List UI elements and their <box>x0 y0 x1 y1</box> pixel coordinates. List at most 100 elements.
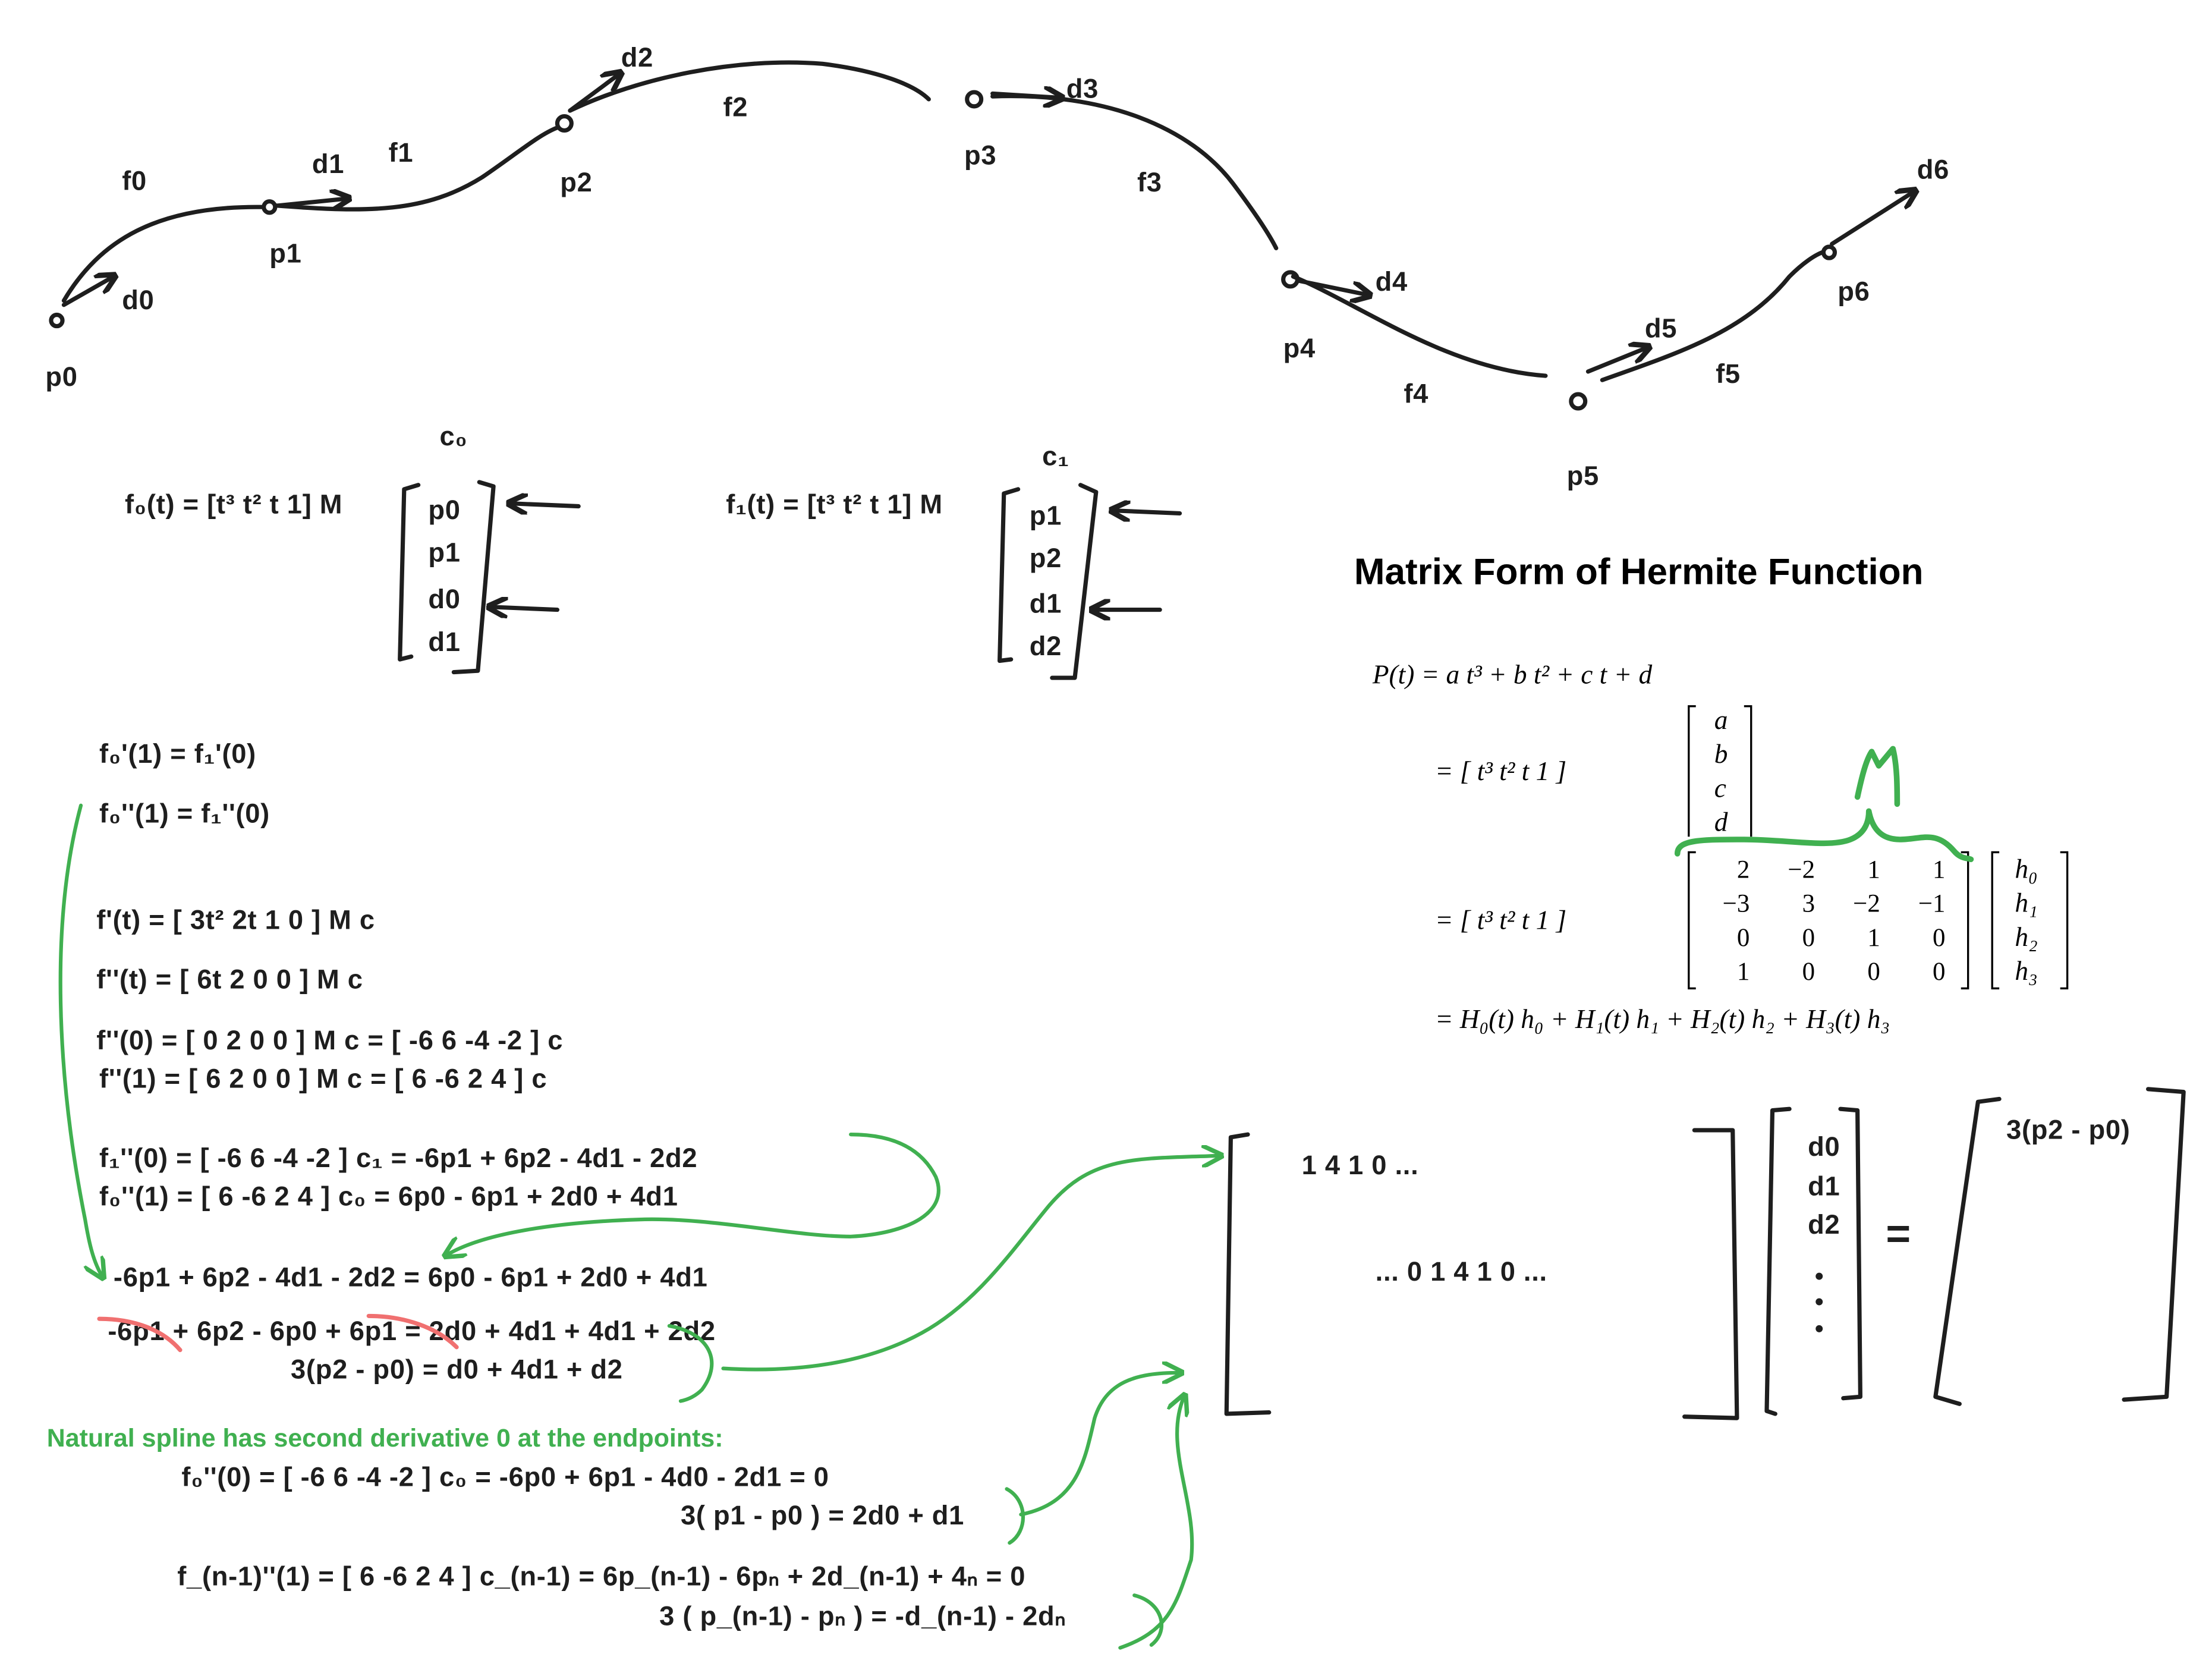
point-p0 <box>49 312 65 329</box>
label-d5: d5 <box>1645 313 1677 344</box>
segment-f0 <box>61 205 265 303</box>
label-f2: f2 <box>723 92 748 122</box>
vector-entry: p1 <box>1030 500 1062 530</box>
point-p6 <box>1821 244 1837 260</box>
spline-curve: p0 p1 p2 p3 p4 p5 p6 d0 d1 d2 d3 d4 d5 d… <box>45 42 1949 491</box>
point-p5 <box>1569 392 1588 411</box>
hermite-polynomial: P(t) = a t³ + b t² + c t + d <box>1372 660 1653 690</box>
arrow <box>490 607 560 610</box>
vector-entry: d0 <box>428 584 460 614</box>
natural-line: 3( p1 - p0 ) = 2d0 + d1 <box>681 1500 964 1530</box>
f1-equation: f₁(t) = [t³ t² t 1] M <box>726 489 943 519</box>
tangent-arrow-d6 <box>1830 191 1914 246</box>
m-annotation-letter <box>1854 746 1901 807</box>
label-p2: p2 <box>560 167 592 197</box>
label-p1: p1 <box>269 238 301 268</box>
label-p6: p6 <box>1837 276 1870 307</box>
matrix-entry: 1 <box>1933 856 1945 883</box>
derivation-line: f₀''(1) = [ 6 -6 2 4 ] c₀ = 6p0 - 6p1 + … <box>99 1181 678 1211</box>
arrow-last-row <box>1118 1397 1194 1650</box>
h-entry: h₀ <box>2015 854 2037 883</box>
arrow <box>511 504 581 507</box>
label-p3: p3 <box>964 140 996 171</box>
matrix-entry: −3 <box>1723 890 1750 918</box>
tangent-arrow-d0 <box>61 276 113 307</box>
tangent-arrow-d4 <box>1297 278 1368 295</box>
label-p4: p4 <box>1283 333 1316 363</box>
segment-f3 <box>990 94 1279 250</box>
matrix-entry: 0 <box>1867 958 1880 986</box>
bracket-hook <box>1005 1487 1025 1545</box>
derivation-result: 3(p2 - p0) = d0 + 4d1 + d2 <box>291 1354 623 1384</box>
vector-entry: d1 <box>1030 588 1062 618</box>
ellipsis-dot <box>1815 1298 1823 1306</box>
label-f5: f5 <box>1716 359 1741 389</box>
label-f1: f1 <box>389 137 414 168</box>
tangent-arrow-d2 <box>568 74 619 113</box>
vector-entry: p1 <box>428 537 460 568</box>
segment-f5 <box>1600 250 1824 382</box>
natural-line: 3 ( p_(n-1) - pₙ ) = -d_(n-1) - 2dₙ <box>659 1601 1066 1631</box>
matrix-entry: 1 <box>1867 924 1880 952</box>
rhs-right-bracket <box>2122 1087 2186 1402</box>
derivation-line: f₁''(0) = [ -6 6 -4 -2 ] c₁ = -6p1 + 6p2… <box>99 1143 697 1173</box>
matrix-entry: 1 <box>1737 958 1750 986</box>
label-d0: d0 <box>122 285 154 315</box>
derivation-line: f''(t) = [ 6t 2 0 0 ] M c <box>96 964 363 994</box>
tridiagonal-system: 1 4 1 0 ... ... 0 1 4 1 0 ... d0 d1 d2 =… <box>1224 1087 2186 1420</box>
label-p0: p0 <box>45 361 77 392</box>
coeff: b <box>1714 739 1728 769</box>
matrix-entry: −2 <box>1853 890 1880 918</box>
segment-f2 <box>568 60 931 113</box>
f0-equation: f₀(t) = [t³ t² t 1] M <box>125 489 342 519</box>
derivation: f₀'(1) = f₁'(0) f₀''(1) = f₁''(0) f'(t) … <box>96 738 715 1384</box>
matrix-entry: 0 <box>1737 924 1750 952</box>
label-f4: f4 <box>1404 378 1428 408</box>
unknown: d2 <box>1808 1209 1840 1240</box>
matrix-entry: 3 <box>1802 890 1815 918</box>
matrix-entry: 0 <box>1933 958 1945 986</box>
label-d1: d1 <box>312 149 344 179</box>
row-vector: = [ t³ t² t 1 ] <box>1435 905 1566 935</box>
label-f0: f0 <box>122 166 147 196</box>
ellipsis-dot <box>1815 1325 1823 1332</box>
rhs-left-bracket <box>1933 1096 2002 1406</box>
matrix-entry: −2 <box>1788 856 1815 883</box>
point-p3 <box>965 90 984 109</box>
arrow <box>1113 511 1182 514</box>
right-bracket <box>1050 483 1099 680</box>
hermite-panel: Matrix Form of Hermite Function P(t) = a… <box>1354 552 2069 1034</box>
segment-f4 <box>1291 274 1548 378</box>
tangent-arrow-d3 <box>990 93 1061 98</box>
row-vector: = [ t³ t² t 1 ] <box>1435 756 1566 786</box>
c0-label: c₀ <box>439 421 467 451</box>
left-bracket <box>998 487 1021 664</box>
natural-spline: Natural spline has second derivative 0 a… <box>47 1424 1066 1631</box>
segment1-equation: c₁ f₁(t) = [t³ t² t 1] M p1 p2 d1 d2 <box>726 441 1182 680</box>
coeff: c <box>1714 773 1726 803</box>
strikethrough <box>366 1313 459 1350</box>
arrow-equate-conditions <box>58 803 102 1276</box>
vector-left-bracket <box>1764 1106 1792 1416</box>
bracket-hook <box>667 1324 714 1403</box>
natural-line: f_(n-1)''(1) = [ 6 -6 2 4 ] c_(n-1) = 6p… <box>177 1561 1025 1592</box>
h-entry: h₁ <box>2015 888 2037 918</box>
left-bracket <box>398 483 421 662</box>
hermite-title: Matrix Form of Hermite Function <box>1354 552 1924 593</box>
coeff: a <box>1714 705 1728 735</box>
h-entry: h₃ <box>2015 956 2037 986</box>
derivation-line: -6p1 + 6p2 - 4d1 - 2d2 = 6p0 - 6p1 + 2d0… <box>114 1262 708 1292</box>
equals-sign: = <box>1886 1210 1911 1257</box>
label-d6: d6 <box>1917 155 1949 185</box>
ellipsis-dot <box>1815 1272 1823 1280</box>
matrix-row: 1 4 1 0 ... <box>1302 1150 1419 1180</box>
vector-entry: p2 <box>1030 543 1062 573</box>
vector-entry: p0 <box>428 495 460 525</box>
derivation-line: f'(t) = [ 3t² 2t 1 0 ] M c <box>96 904 375 935</box>
label-d4: d4 <box>1376 266 1408 297</box>
natural-line: f₀''(0) = [ -6 6 -4 -2 ] c₀ = -6p0 + 6p1… <box>181 1462 829 1492</box>
segment0-equation: c₀ f₀(t) = [t³ t² t 1] M p0 p1 d0 d1 <box>125 421 581 675</box>
coeff: d <box>1714 807 1728 837</box>
